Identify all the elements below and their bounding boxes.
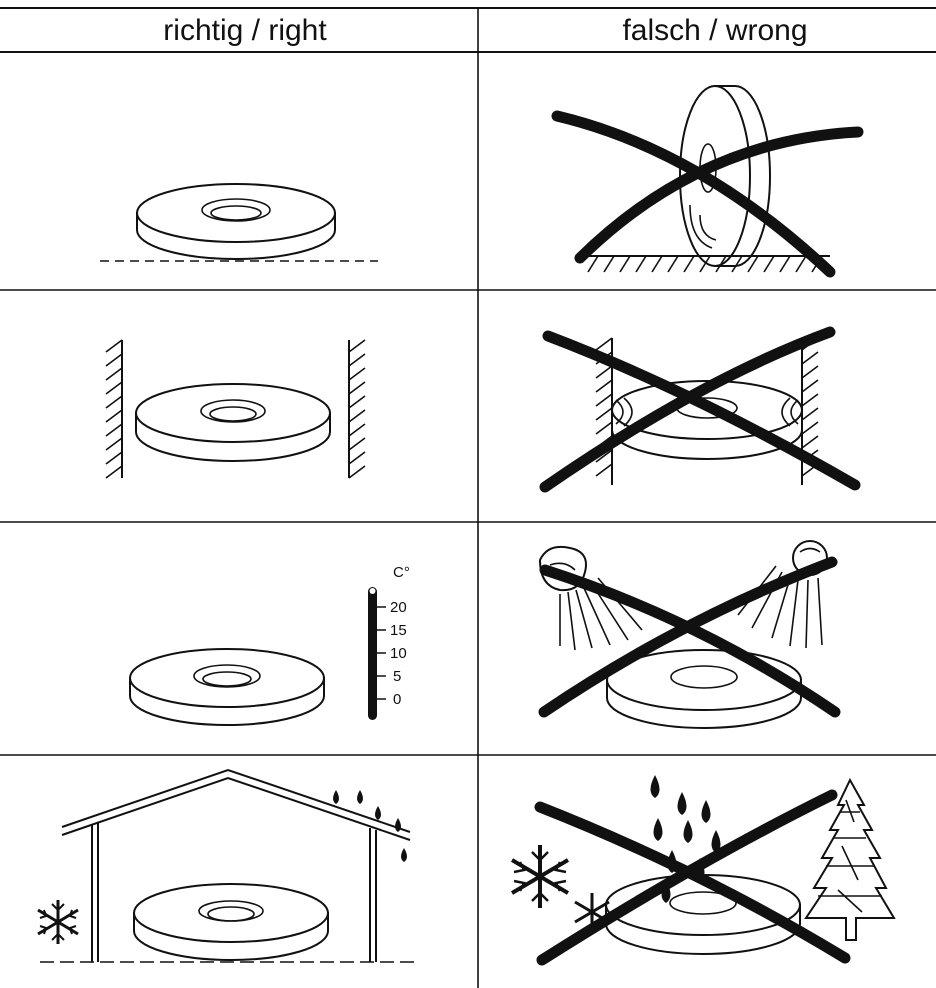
thermometer-unit: C° (393, 564, 410, 581)
row2-right-disc-flat (136, 384, 330, 461)
thermometer-tick-5: 5 (393, 668, 401, 685)
row3-wrong-disc-heated (607, 650, 801, 728)
thermometer-tick-10: 10 (390, 645, 407, 662)
thermometer-tick-15: 15 (390, 622, 407, 639)
thermometer-icon (368, 587, 386, 720)
table-grid (0, 8, 936, 988)
header-right: richtig / right (163, 14, 327, 47)
row2-right-wall-left (106, 340, 122, 478)
snowflake-large-icon (512, 845, 568, 908)
snowflake-icon (38, 900, 78, 944)
row2-right-wall-right (349, 340, 365, 478)
row4-right-disc-flat (134, 884, 328, 960)
row1-right-disc-flat (137, 184, 335, 259)
header-wrong: falsch / wrong (622, 14, 807, 47)
thermometer-tick-20: 20 (390, 599, 407, 616)
row3-right-disc-flat (130, 649, 324, 725)
thermometer-tick-0: 0 (393, 691, 401, 708)
